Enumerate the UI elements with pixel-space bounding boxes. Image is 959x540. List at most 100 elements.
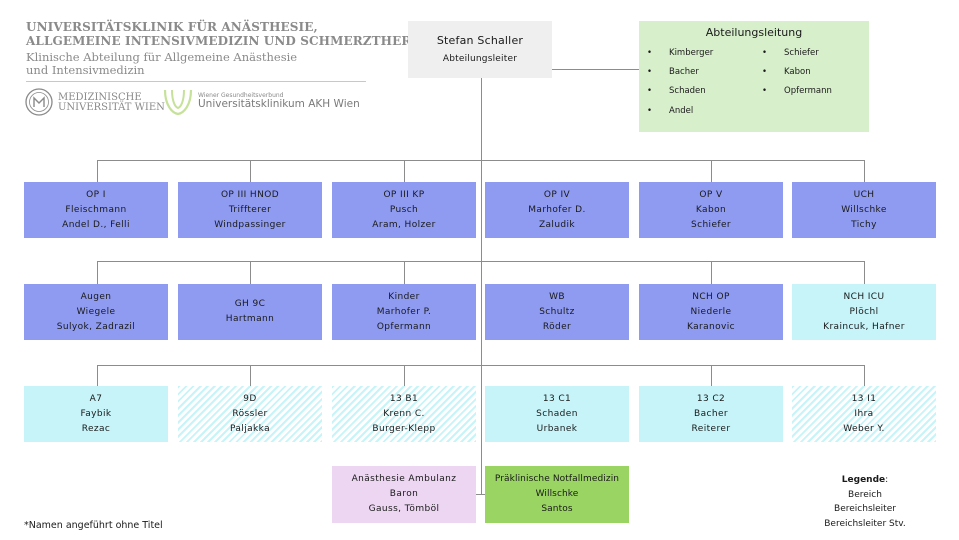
row3-drop-line — [404, 365, 405, 386]
header-subtitle-line2: und Intensivmedizin — [26, 63, 145, 77]
unit-deputy: Weber Y. — [843, 423, 885, 434]
row2-drop-line — [97, 261, 98, 284]
unit-box-praeklinische-notfallmedizin: Präklinische Notfallmedizin Willschke Sa… — [485, 466, 629, 523]
unit-deputy: Röder — [542, 321, 572, 332]
unit-deputy: Urbanek — [536, 423, 578, 434]
unit-lead: Ihra — [854, 408, 874, 419]
unit-deputy: Gauss, Tömböl — [368, 504, 440, 514]
row1-drop-line — [404, 160, 405, 182]
main-trunk-line — [481, 78, 482, 495]
leadership-box: Abteilungsleitung Kimberger Bacher Schad… — [639, 21, 869, 132]
unit-box-gh-9c: GH 9C Hartmann — [178, 284, 322, 340]
row3-drop-line — [97, 365, 98, 386]
row3-drop-line — [711, 365, 712, 386]
unit-deputy: Aram, Holzer — [372, 219, 436, 230]
unit-lead: Pusch — [389, 204, 419, 215]
leadership-title: Abteilungsleitung — [705, 26, 803, 39]
leadership-member: Kimberger — [647, 48, 713, 58]
unit-box-augen: Augen Wiegele Sulyok, Zadrazil — [24, 284, 168, 340]
unit-box-13-c2: 13 C2 Bacher Reiterer — [639, 386, 783, 442]
unit-lead: Marhofer P. — [376, 306, 432, 317]
unit-deputy: Zaludik — [538, 219, 576, 230]
leadership-connector-line — [481, 69, 639, 70]
unit-lead: Willschke — [841, 204, 887, 215]
row1-bus-line — [97, 160, 865, 161]
leadership-member: Opfermann — [762, 86, 832, 96]
unit-title: Präklinische Notfallmedizin — [494, 474, 620, 484]
head-box: Stefan Schaller Abteilungsleiter — [408, 21, 552, 78]
unit-title: 13 I1 — [851, 393, 877, 404]
unit-box-anaesthesie-ambulanz: Anästhesie Ambulanz Baron Gauss, Tömböl — [332, 466, 476, 523]
unit-lead: Fleischmann — [65, 204, 127, 215]
unit-title: OP I — [86, 189, 106, 200]
unit-deputy: Sulyok, Zadrazil — [56, 321, 136, 332]
legend-title-row: Legende: — [800, 473, 930, 488]
unit-title: Augen — [80, 291, 112, 302]
unit-title: NCH OP — [692, 291, 730, 302]
logo-meduni-line1: MEDIZINISCHE — [58, 92, 142, 103]
head-role: Abteilungsleiter — [442, 53, 518, 64]
unit-box-op-iii-kp: OP III KP Pusch Aram, Holzer — [332, 182, 476, 238]
logo-meduni-line2: UNIVERSITÄT WIEN — [58, 102, 165, 113]
row1-drop-line — [250, 160, 251, 182]
unit-lead: Baron — [389, 489, 419, 499]
unit-title: OP III KP — [383, 189, 425, 200]
unit-title: 13 C1 — [542, 393, 572, 404]
unit-title: 13 B1 — [389, 393, 419, 404]
unit-box-9d: 9D Rössler Paljakka — [178, 386, 322, 442]
legend-item: Bereich — [848, 489, 882, 500]
row1-drop-line — [864, 160, 865, 182]
row3-bus-line — [97, 365, 865, 366]
unit-box-13-b1: 13 B1 Krenn C. Burger-Klepp — [332, 386, 476, 442]
legend-item: Bereichsleiter Stv. — [824, 518, 906, 529]
unit-box-nch-icu: NCH ICU Plöchl Kraincuk, Hafner — [792, 284, 936, 340]
head-name: Stefan Schaller — [436, 33, 524, 47]
unit-box-wb: WB Schultz Röder — [485, 284, 629, 340]
row1-drop-line — [711, 160, 712, 182]
unit-title: WB — [549, 291, 565, 302]
unit-deputy: Burger-Klepp — [372, 423, 436, 434]
unit-title: OP V — [699, 189, 723, 200]
unit-lead: Niederle — [690, 306, 732, 317]
unit-deputy: Karanovic — [686, 321, 736, 332]
row2-drop-line — [250, 261, 251, 284]
leadership-member: Kabon — [762, 67, 810, 77]
unit-title: OP III HNOD — [220, 189, 280, 200]
unit-lead: Marhofer D. — [528, 204, 586, 215]
unit-lead: Willschke — [535, 489, 579, 499]
footnote: *Namen angeführt ohne Titel — [24, 520, 163, 531]
row3-drop-line — [250, 365, 251, 386]
header-subtitle-line1: Klinische Abteilung für Allgemeine Anäst… — [26, 50, 298, 64]
header-title-line1: UNIVERSITÄTSKLINIK FÜR ANÄSTHESIE, — [26, 20, 318, 34]
unit-title: 13 C2 — [696, 393, 726, 404]
unit-lead: Bacher — [694, 408, 728, 419]
header-divider — [26, 81, 366, 82]
unit-title: 9D — [243, 393, 257, 404]
unit-title: UCH — [853, 189, 875, 200]
unit-box-nch-op: NCH OP Niederle Karanovic — [639, 284, 783, 340]
unit-lead: Wiegele — [76, 306, 116, 317]
row3-drop-line — [864, 365, 865, 386]
unit-lead: Faybik — [80, 408, 112, 419]
unit-title: Anästhesie Ambulanz — [351, 474, 457, 484]
unit-deputy: Tichy — [851, 219, 877, 230]
leadership-member: Schaden — [647, 86, 706, 96]
unit-box-op-i: OP I Fleischmann Andel D., Felli — [24, 182, 168, 238]
row2-drop-line — [711, 261, 712, 284]
unit-box-op-iv: OP IV Marhofer D. Zaludik — [485, 182, 629, 238]
logo-akh-small: Wiener Gesundheitsverbund — [198, 92, 284, 99]
row2-drop-line — [404, 261, 405, 284]
meduni-seal-icon — [25, 88, 53, 116]
unit-lead: Schaden — [536, 408, 578, 419]
unit-deputy: Kraincuk, Hafner — [823, 321, 905, 332]
unit-box-uch: UCH Willschke Tichy — [792, 182, 936, 238]
leadership-member: Andel — [647, 106, 693, 116]
unit-deputy: Schiefer — [690, 219, 731, 230]
row2-drop-line — [864, 261, 865, 284]
akh-logo-icon — [163, 89, 193, 116]
unit-lead: Kabon — [695, 204, 727, 215]
row4-connector-line — [475, 494, 487, 495]
unit-box-a7: A7 Faybik Rezac — [24, 386, 168, 442]
unit-title: GH 9C — [234, 299, 266, 309]
legend-colon: : — [885, 475, 889, 485]
